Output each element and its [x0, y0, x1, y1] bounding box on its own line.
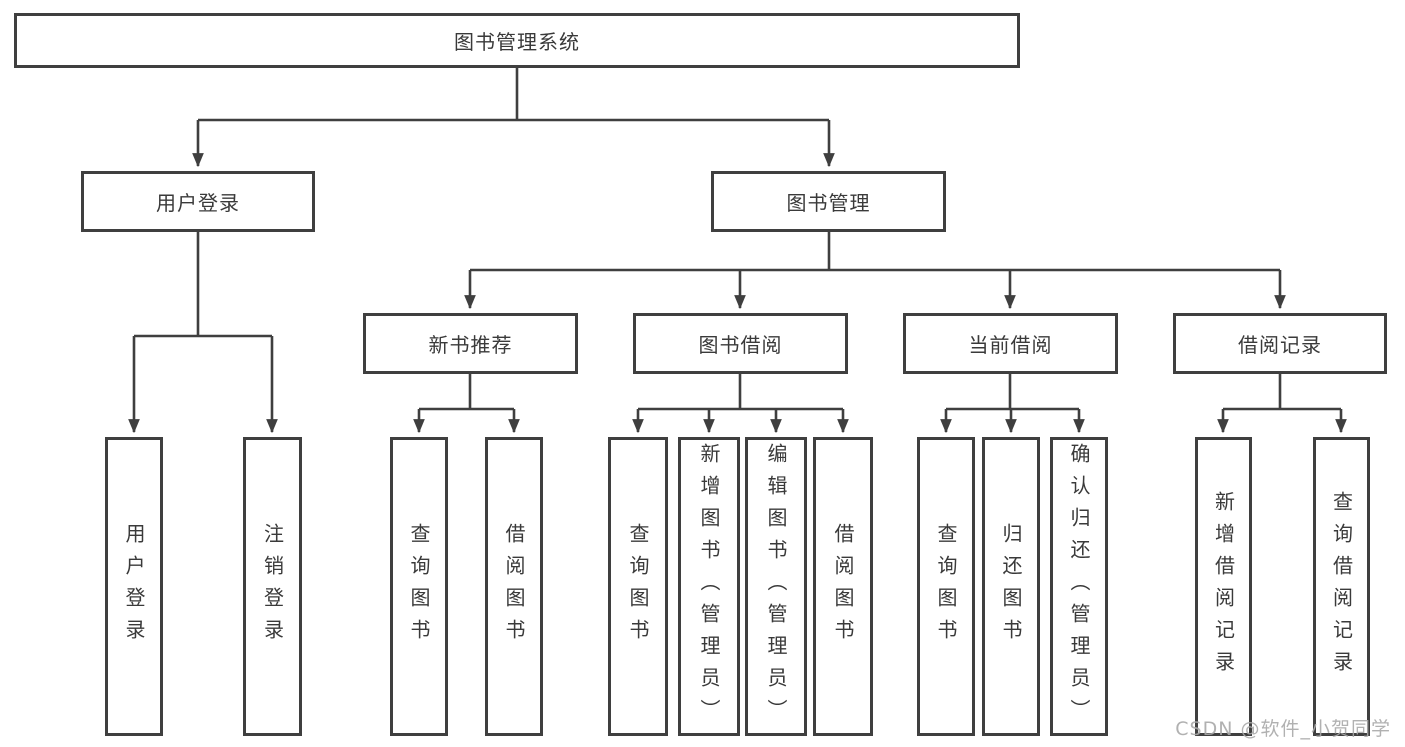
csdn-watermark: CSDN @软件_小贺同学 — [1175, 718, 1391, 740]
node-leaf-logout-login: 注销登录 — [243, 437, 302, 736]
node-leaf-borrow-books-borrowing: 借阅图书 — [813, 437, 873, 736]
node-leaf-query-books-current: 查询图书 — [917, 437, 975, 736]
node-leaf-add-borrow-record: 新增借阅记录 — [1195, 437, 1252, 736]
node-new-book-recommend: 新书推荐 — [363, 313, 578, 374]
node-leaf-user-login: 用户登录 — [105, 437, 163, 736]
node-book-management-branch: 图书管理 — [711, 171, 946, 232]
node-leaf-edit-books-admin: 编辑图书（管理员） — [745, 437, 807, 736]
node-leaf-add-books-admin: 新增图书（管理员） — [678, 437, 740, 736]
node-leaf-query-books-recommend: 查询图书 — [390, 437, 448, 736]
node-book-borrowing: 图书借阅 — [633, 313, 848, 374]
node-borrowing-records: 借阅记录 — [1173, 313, 1387, 374]
node-user-login-branch: 用户登录 — [81, 171, 315, 232]
node-leaf-query-books-borrowing: 查询图书 — [608, 437, 668, 736]
node-leaf-borrow-books-recommend: 借阅图书 — [485, 437, 543, 736]
node-leaf-return-books: 归还图书 — [982, 437, 1040, 736]
node-leaf-query-borrow-record: 查询借阅记录 — [1313, 437, 1370, 736]
node-library-management-system: 图书管理系统 — [14, 13, 1020, 68]
node-leaf-confirm-return-admin: 确认归还（管理员） — [1050, 437, 1108, 736]
node-current-borrowing: 当前借阅 — [903, 313, 1118, 374]
